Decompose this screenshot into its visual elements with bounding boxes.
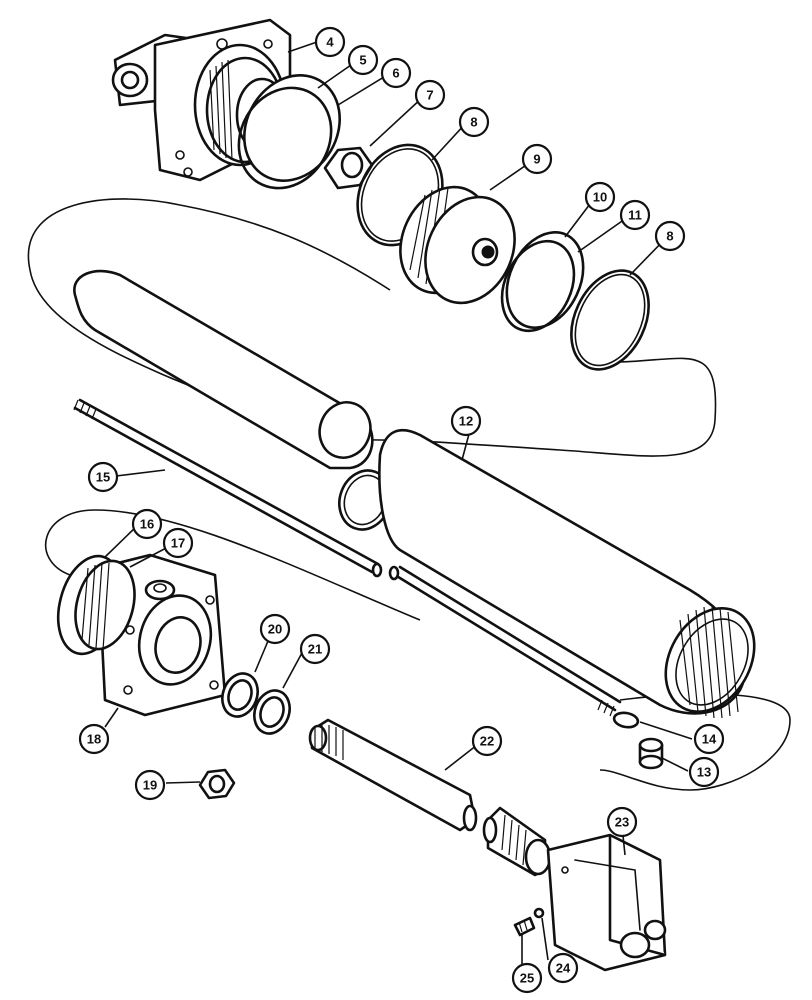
part-8-oring-right — [570, 269, 650, 371]
callout-19-label: 19 — [143, 778, 157, 793]
callout-23-label: 23 — [615, 815, 629, 830]
part-13-plug — [638, 737, 664, 770]
part-17-seal — [74, 559, 136, 651]
callout-10-label: 10 — [593, 190, 607, 205]
callout-11: 11 — [619, 199, 651, 231]
part-23-clevis — [546, 833, 667, 972]
callout-10: 10 — [584, 181, 616, 213]
callout-24-label: 24 — [556, 961, 571, 976]
callout-7: 7 — [414, 79, 446, 111]
callout-13-label: 13 — [697, 765, 711, 780]
part-15-tie-rod — [73, 398, 622, 717]
callout-6-label: 6 — [392, 66, 399, 81]
callout-16: 16 — [131, 508, 163, 540]
callout-17-label: 17 — [171, 536, 185, 551]
callout-17: 17 — [162, 527, 194, 559]
part-7-nut — [323, 146, 374, 190]
callout-22-label: 22 — [480, 734, 494, 749]
leader-lines — [103, 41, 693, 965]
callout-20: 20 — [259, 613, 291, 645]
callout-21-label: 21 — [308, 642, 322, 657]
callout-14: 14 — [693, 723, 725, 755]
callout-15: 15 — [87, 461, 119, 493]
callout-13: 13 — [688, 756, 720, 788]
callout-8-upper-label: 8 — [470, 115, 477, 130]
callout-8-right-label: 8 — [666, 229, 673, 244]
callout-24: 24 — [547, 952, 579, 984]
callout-19: 19 — [134, 769, 166, 801]
callout-5: 5 — [347, 44, 379, 76]
callout-12: 12 — [450, 405, 482, 437]
callout-7-label: 7 — [426, 88, 433, 103]
part-22-piston-rod — [308, 718, 552, 877]
part-12-barrel — [73, 269, 756, 719]
callout-5-label: 5 — [359, 53, 366, 68]
part-25-grease-fitting — [513, 916, 536, 937]
callout-11-label: 11 — [628, 208, 642, 223]
part-6-ring — [237, 86, 333, 190]
callout-9-label: 9 — [533, 152, 540, 167]
part-11-seal-ring — [500, 239, 576, 333]
callout-14-label: 14 — [702, 732, 717, 747]
part-19-nut — [198, 768, 236, 800]
callout-20-label: 20 — [268, 622, 282, 637]
callout-8-right: 8 — [654, 220, 686, 252]
part-20-bushing — [221, 672, 259, 718]
callout-6: 6 — [380, 57, 412, 89]
callout-18-label: 18 — [87, 732, 101, 747]
callout-23: 23 — [606, 806, 638, 838]
part-24-ball — [533, 907, 545, 919]
callout-25: 25 — [511, 962, 543, 994]
callout-9: 9 — [521, 143, 553, 175]
callout-4-label: 4 — [326, 35, 334, 50]
callout-8-upper: 8 — [458, 106, 490, 138]
callout-21: 21 — [299, 633, 331, 665]
part-14-oring — [612, 711, 640, 729]
callout-25-label: 25 — [520, 971, 534, 986]
callout-22: 22 — [471, 725, 503, 757]
part-9-piston — [399, 185, 516, 305]
callout-16-label: 16 — [140, 517, 154, 532]
callout-15-label: 15 — [96, 470, 110, 485]
callout-4: 4 — [314, 26, 346, 58]
callout-12-label: 12 — [459, 414, 473, 429]
callout-18: 18 — [78, 723, 110, 755]
part-21-wiper — [253, 689, 291, 735]
